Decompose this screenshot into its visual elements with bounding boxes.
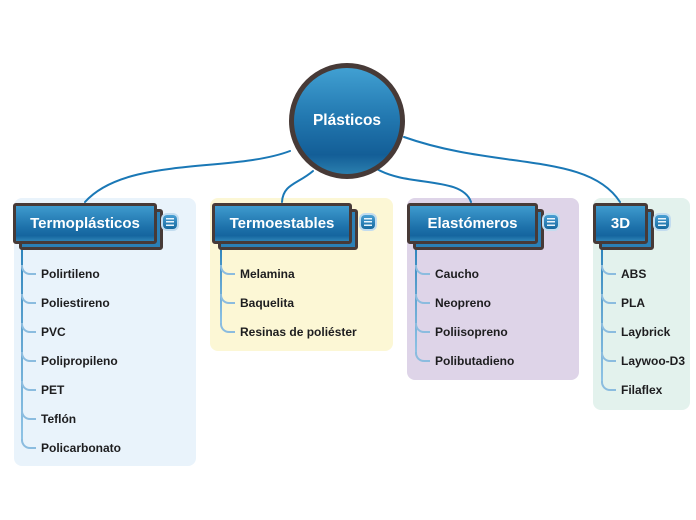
branch-items: Polirtileno Poliestireno PVC Polipropile…: [21, 260, 121, 463]
list-item[interactable]: PET: [21, 376, 121, 405]
list-item[interactable]: Laybrick: [601, 318, 685, 347]
branch-node[interactable]: Elastómeros: [407, 203, 544, 250]
connector-3d: [403, 136, 621, 203]
notes-icon[interactable]: [361, 215, 375, 229]
list-item[interactable]: Poliestireno: [21, 289, 121, 318]
list-item[interactable]: Polirtileno: [21, 260, 121, 289]
list-item[interactable]: Resinas de poliéster: [220, 318, 357, 347]
notes-icon-lines: [547, 218, 555, 226]
notes-icon[interactable]: [655, 215, 669, 229]
branch-node[interactable]: Termoestables: [212, 203, 358, 250]
list-item[interactable]: Melamina: [220, 260, 357, 289]
list-item[interactable]: PVC: [21, 318, 121, 347]
notes-icon[interactable]: [163, 215, 177, 229]
branch-items: Caucho Neopreno Poliisopreno Polibutadie…: [415, 260, 514, 376]
notes-icon-lines: [364, 218, 372, 226]
list-item[interactable]: Laywoo-D3: [601, 347, 685, 376]
branch-node-face: Termoestables: [212, 203, 352, 244]
list-item[interactable]: ABS: [601, 260, 685, 289]
notes-icon[interactable]: [544, 215, 558, 229]
branch-items: ABS PLA Laybrick Laywoo-D3 Filaflex: [601, 260, 685, 405]
branch-line: [601, 246, 603, 383]
notes-icon-lines: [658, 218, 666, 226]
list-item[interactable]: PLA: [601, 289, 685, 318]
list-item[interactable]: Neopreno: [415, 289, 514, 318]
list-item[interactable]: Baquelita: [220, 289, 357, 318]
list-item[interactable]: Teflón: [21, 405, 121, 434]
list-item[interactable]: Policarbonato: [21, 434, 121, 463]
list-item[interactable]: Polibutadieno: [415, 347, 514, 376]
branch-line: [220, 246, 222, 325]
central-node[interactable]: Plásticos: [289, 63, 405, 179]
branch-items: Melamina Baquelita Resinas de poliéster: [220, 260, 357, 347]
central-node-label: Plásticos: [312, 112, 382, 129]
branch-label: Termoplásticos: [30, 215, 140, 232]
branch-label: Termoestables: [229, 215, 335, 232]
branch-label: Elastómeros: [427, 215, 518, 232]
list-item[interactable]: Polipropileno: [21, 347, 121, 376]
connector-termoplasticos: [84, 150, 291, 203]
branch-node[interactable]: 3D: [593, 203, 654, 250]
notes-icon-lines: [166, 218, 174, 226]
branch-line: [21, 246, 23, 441]
branch-label: 3D: [610, 215, 631, 232]
list-item[interactable]: Caucho: [415, 260, 514, 289]
branch-node-face: Elastómeros: [407, 203, 538, 244]
branch-node-face: 3D: [593, 203, 648, 244]
list-item[interactable]: Filaflex: [601, 376, 685, 405]
branch-node[interactable]: Termoplásticos: [13, 203, 163, 250]
list-item[interactable]: Poliisopreno: [415, 318, 514, 347]
branch-node-face: Termoplásticos: [13, 203, 157, 244]
